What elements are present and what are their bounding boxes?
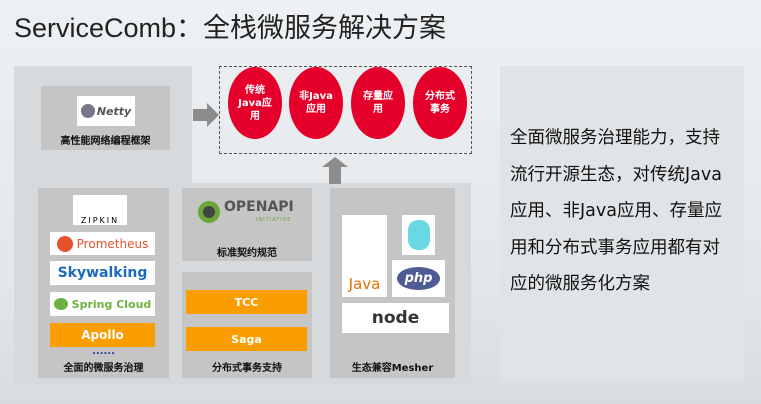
governance-caption: 全面的微服务治理 (63, 363, 144, 374)
target-apps-box (219, 66, 472, 154)
openapi-caption: 标准契约规范 (217, 248, 277, 259)
netty-box: Netty 高性能网络编程框架 (41, 86, 170, 150)
transactions-caption: 分布式事务支持 (212, 363, 282, 374)
php-logo: php (392, 260, 445, 297)
transactions-box: TCC Saga 分布式事务支持 (182, 272, 312, 378)
openapi-icon (198, 201, 220, 223)
arrow-right-icon (193, 103, 219, 127)
go-gopher-logo (402, 215, 435, 255)
skywalking-logo: Skywalking (50, 261, 155, 285)
zipkin-logo: ZIPKIN (73, 195, 127, 225)
apollo-label: Apollo (50, 323, 155, 347)
netty-logo: Netty (77, 96, 135, 126)
ellipsis: ...... (92, 346, 115, 357)
prometheus-logo: Prometheus (50, 232, 155, 255)
target-legacy: 存量应用 (351, 67, 405, 139)
description-panel: 全面微服务治理能力，支持流行开源生态，对传统Java应用、非Java应用、存量应… (500, 66, 744, 383)
spring-cloud-logo: Spring Cloud (50, 292, 155, 316)
saga-label: Saga (186, 327, 307, 351)
openapi-logo: OPENAPI INITIATIVE (198, 199, 302, 225)
governance-box: ZIPKIN Prometheus Skywalking Spring Clou… (38, 188, 169, 378)
openapi-box: OPENAPI INITIATIVE 标准契约规范 (182, 188, 312, 261)
java-logo: Java (342, 215, 387, 297)
mesher-caption: 生态兼容Mesher (351, 363, 434, 374)
mesher-box: Java php node 生态兼容Mesher (330, 188, 455, 378)
target-non-java: 非Java应用 (289, 67, 343, 139)
netty-caption: 高性能网络编程框架 (60, 136, 151, 147)
target-traditional-java: 传统Java应用 (228, 67, 282, 139)
nodejs-logo: node (342, 303, 449, 333)
page-title: ServiceComb：全栈微服务解决方案 (14, 13, 447, 43)
description-text: 全面微服务治理能力，支持流行开源生态，对传统Java应用、非Java应用、存量应… (510, 128, 722, 294)
arrow-up-icon (322, 157, 348, 184)
tcc-label: TCC (186, 290, 307, 314)
target-distributed-tx: 分布式事务 (413, 67, 467, 139)
